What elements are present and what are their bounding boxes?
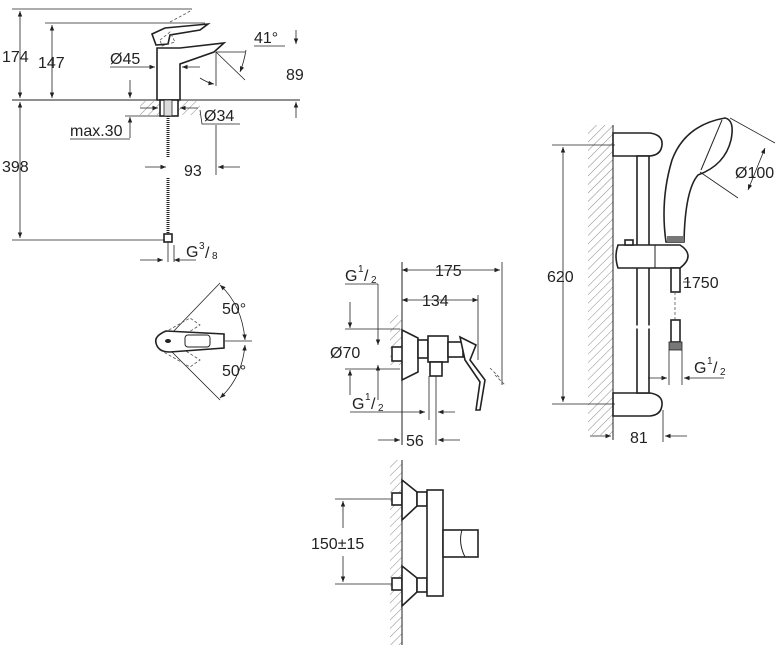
svg-text:/: /: [371, 396, 376, 413]
svg-text:/: /: [364, 268, 369, 285]
dim-150-15: 150±15: [311, 536, 364, 553]
svg-text:1: 1: [365, 392, 371, 403]
basin-mixer-drawing: 174 147 Ø45 41° 89 Ø34: [2, 8, 304, 263]
dim-g12-top: G 1 / 2: [345, 264, 377, 286]
dim-70: Ø70: [330, 345, 360, 362]
svg-text:/: /: [713, 360, 718, 377]
dim-89: 89: [286, 67, 304, 84]
rail-slider: [615, 244, 689, 269]
shower-mixer-front-drawing: 150±15: [311, 460, 479, 645]
svg-text:G: G: [186, 244, 198, 261]
hand-shower: [663, 117, 733, 243]
dim-134: 134: [422, 293, 449, 310]
mixer-lever: [458, 335, 486, 411]
hose-nut: [163, 233, 173, 243]
dim-93: 93: [184, 163, 202, 180]
mixer-front-body: [426, 489, 444, 597]
rail: [636, 155, 650, 394]
hose-nut: [668, 341, 683, 351]
dim-175: 175: [435, 263, 462, 280]
top-bracket: [612, 132, 663, 157]
mixer-body: [427, 335, 449, 363]
dim-g12-rail: G 1 / 2: [694, 356, 726, 378]
dim-81: 81: [630, 430, 648, 447]
svg-text:G: G: [345, 268, 357, 285]
svg-text:3: 3: [199, 241, 205, 252]
svg-text:2: 2: [720, 367, 726, 378]
rosette: [401, 328, 419, 382]
svg-text:8: 8: [212, 251, 218, 262]
lever-rotation-drawing: 50° 50°: [154, 282, 252, 401]
svg-text:1: 1: [707, 356, 713, 367]
faucet-lever: [150, 22, 211, 46]
dim-620: 620: [547, 269, 574, 286]
dim-max30: max.30: [70, 123, 123, 140]
dim-45: Ø45: [110, 51, 140, 68]
svg-text:G: G: [352, 396, 364, 413]
dim-g38: G 3 / 8: [186, 241, 218, 262]
dim-1750: 1750: [683, 275, 719, 292]
svg-text:G: G: [694, 360, 706, 377]
svg-text:1: 1: [358, 264, 364, 275]
dim-56: 56: [406, 433, 424, 450]
dim-100: Ø100: [735, 165, 774, 182]
faucet-body: [156, 41, 227, 101]
bottom-bracket: [612, 392, 663, 417]
angle-50-bottom: 50°: [222, 363, 246, 380]
dim-398: 398: [2, 159, 29, 176]
svg-text:2: 2: [378, 403, 384, 414]
svg-text:/: /: [205, 245, 210, 262]
dim-g12-bottom: G 1 / 2: [352, 392, 384, 414]
dim-41-deg: 41°: [254, 30, 278, 47]
angle-50-top: 50°: [222, 301, 246, 318]
shower-rail-drawing: 1750 Ø100 620 G 1 / 2 81: [547, 117, 776, 447]
shower-mixer-side-drawing: 175 134 G 1 / 2 Ø70: [330, 262, 506, 450]
dim-174: 174: [2, 49, 29, 66]
svg-text:2: 2: [371, 275, 377, 286]
dim-34: Ø34: [204, 108, 234, 125]
dim-147: 147: [38, 55, 65, 72]
